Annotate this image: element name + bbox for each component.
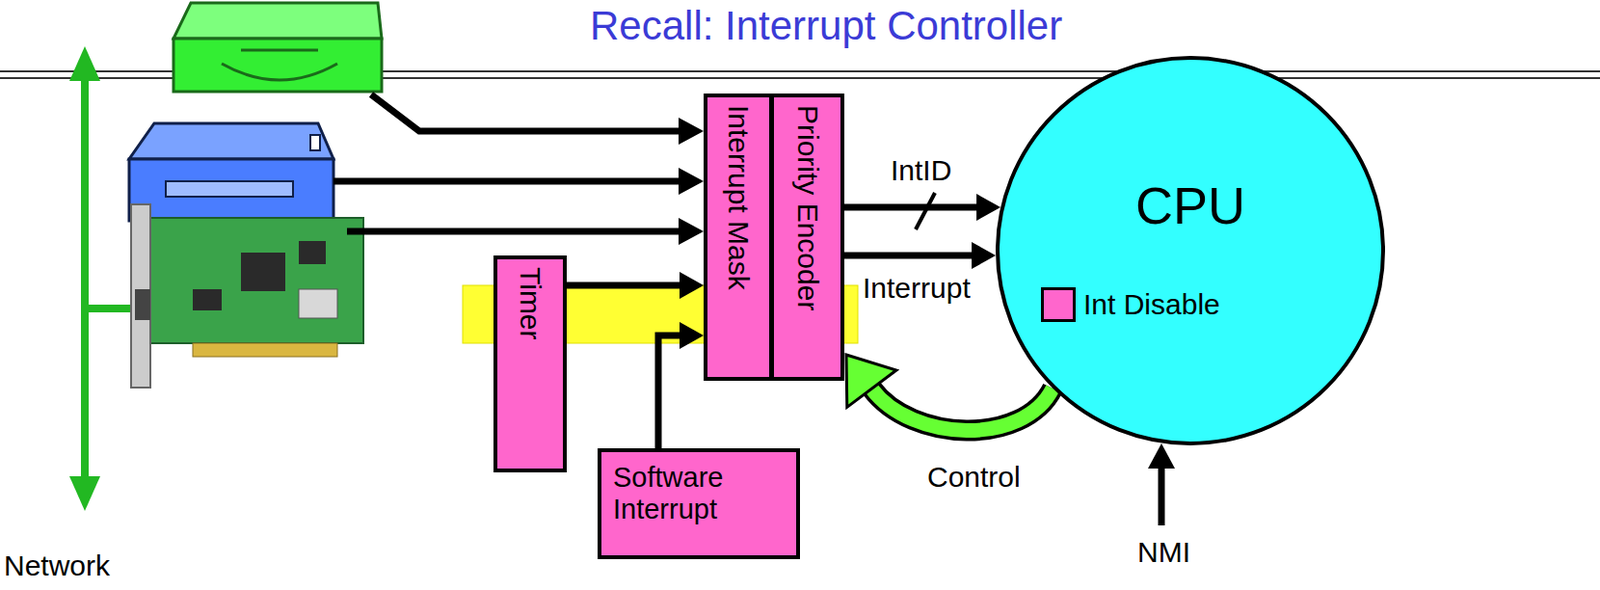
node-text: Interrupt Mask — [721, 105, 756, 291]
connector — [844, 241, 996, 269]
connector-line — [566, 282, 681, 290]
connector — [844, 193, 1001, 221]
arrowhead — [679, 271, 704, 299]
connector — [846, 354, 1053, 431]
connector-line — [658, 335, 681, 449]
flag-square — [1040, 287, 1076, 322]
connector-line — [844, 204, 978, 212]
node-text: Timer — [513, 266, 548, 341]
timer-box: Timer — [493, 255, 567, 473]
control-arrow-outline — [871, 388, 1053, 431]
signal-name: NMI — [1137, 535, 1191, 568]
cpu-circle: CPU Int Disable — [995, 55, 1386, 446]
network-bus — [69, 46, 140, 511]
nmi-arrow — [1147, 443, 1175, 526]
network-card-icon — [131, 204, 364, 388]
node-text: Priority Encoder — [790, 105, 825, 311]
interrupt-line — [333, 94, 704, 245]
int-disable-flag: Int Disable — [1040, 285, 1221, 324]
control-arrow-body — [871, 388, 1053, 431]
priority-encoder-box: Priority Encoder — [770, 93, 845, 381]
interrupt-mask-box: Interrupt Mask — [703, 93, 774, 381]
connector — [566, 271, 704, 299]
arrowhead — [846, 354, 897, 407]
node-text: Int Disable — [1083, 288, 1221, 322]
disk-drive-icon — [173, 2, 382, 92]
title: Recall: Interrupt Controller — [589, 3, 1063, 49]
node-text: CPU — [999, 175, 1382, 236]
edge-label: IntID — [888, 154, 954, 187]
bus-slash — [915, 192, 935, 230]
edge-label: Interrupt — [860, 271, 973, 304]
software-interrupt-box: Software Interrupt — [597, 448, 800, 560]
arrowhead — [976, 193, 1001, 221]
node-text: Software Interrupt — [613, 461, 785, 527]
network-label: Network — [3, 549, 110, 582]
arrowhead — [679, 321, 704, 349]
connector — [658, 321, 704, 449]
connector-line — [844, 252, 973, 260]
arrowhead — [971, 241, 996, 269]
printer-icon — [129, 123, 334, 221]
edge-label: Control — [925, 460, 1023, 493]
